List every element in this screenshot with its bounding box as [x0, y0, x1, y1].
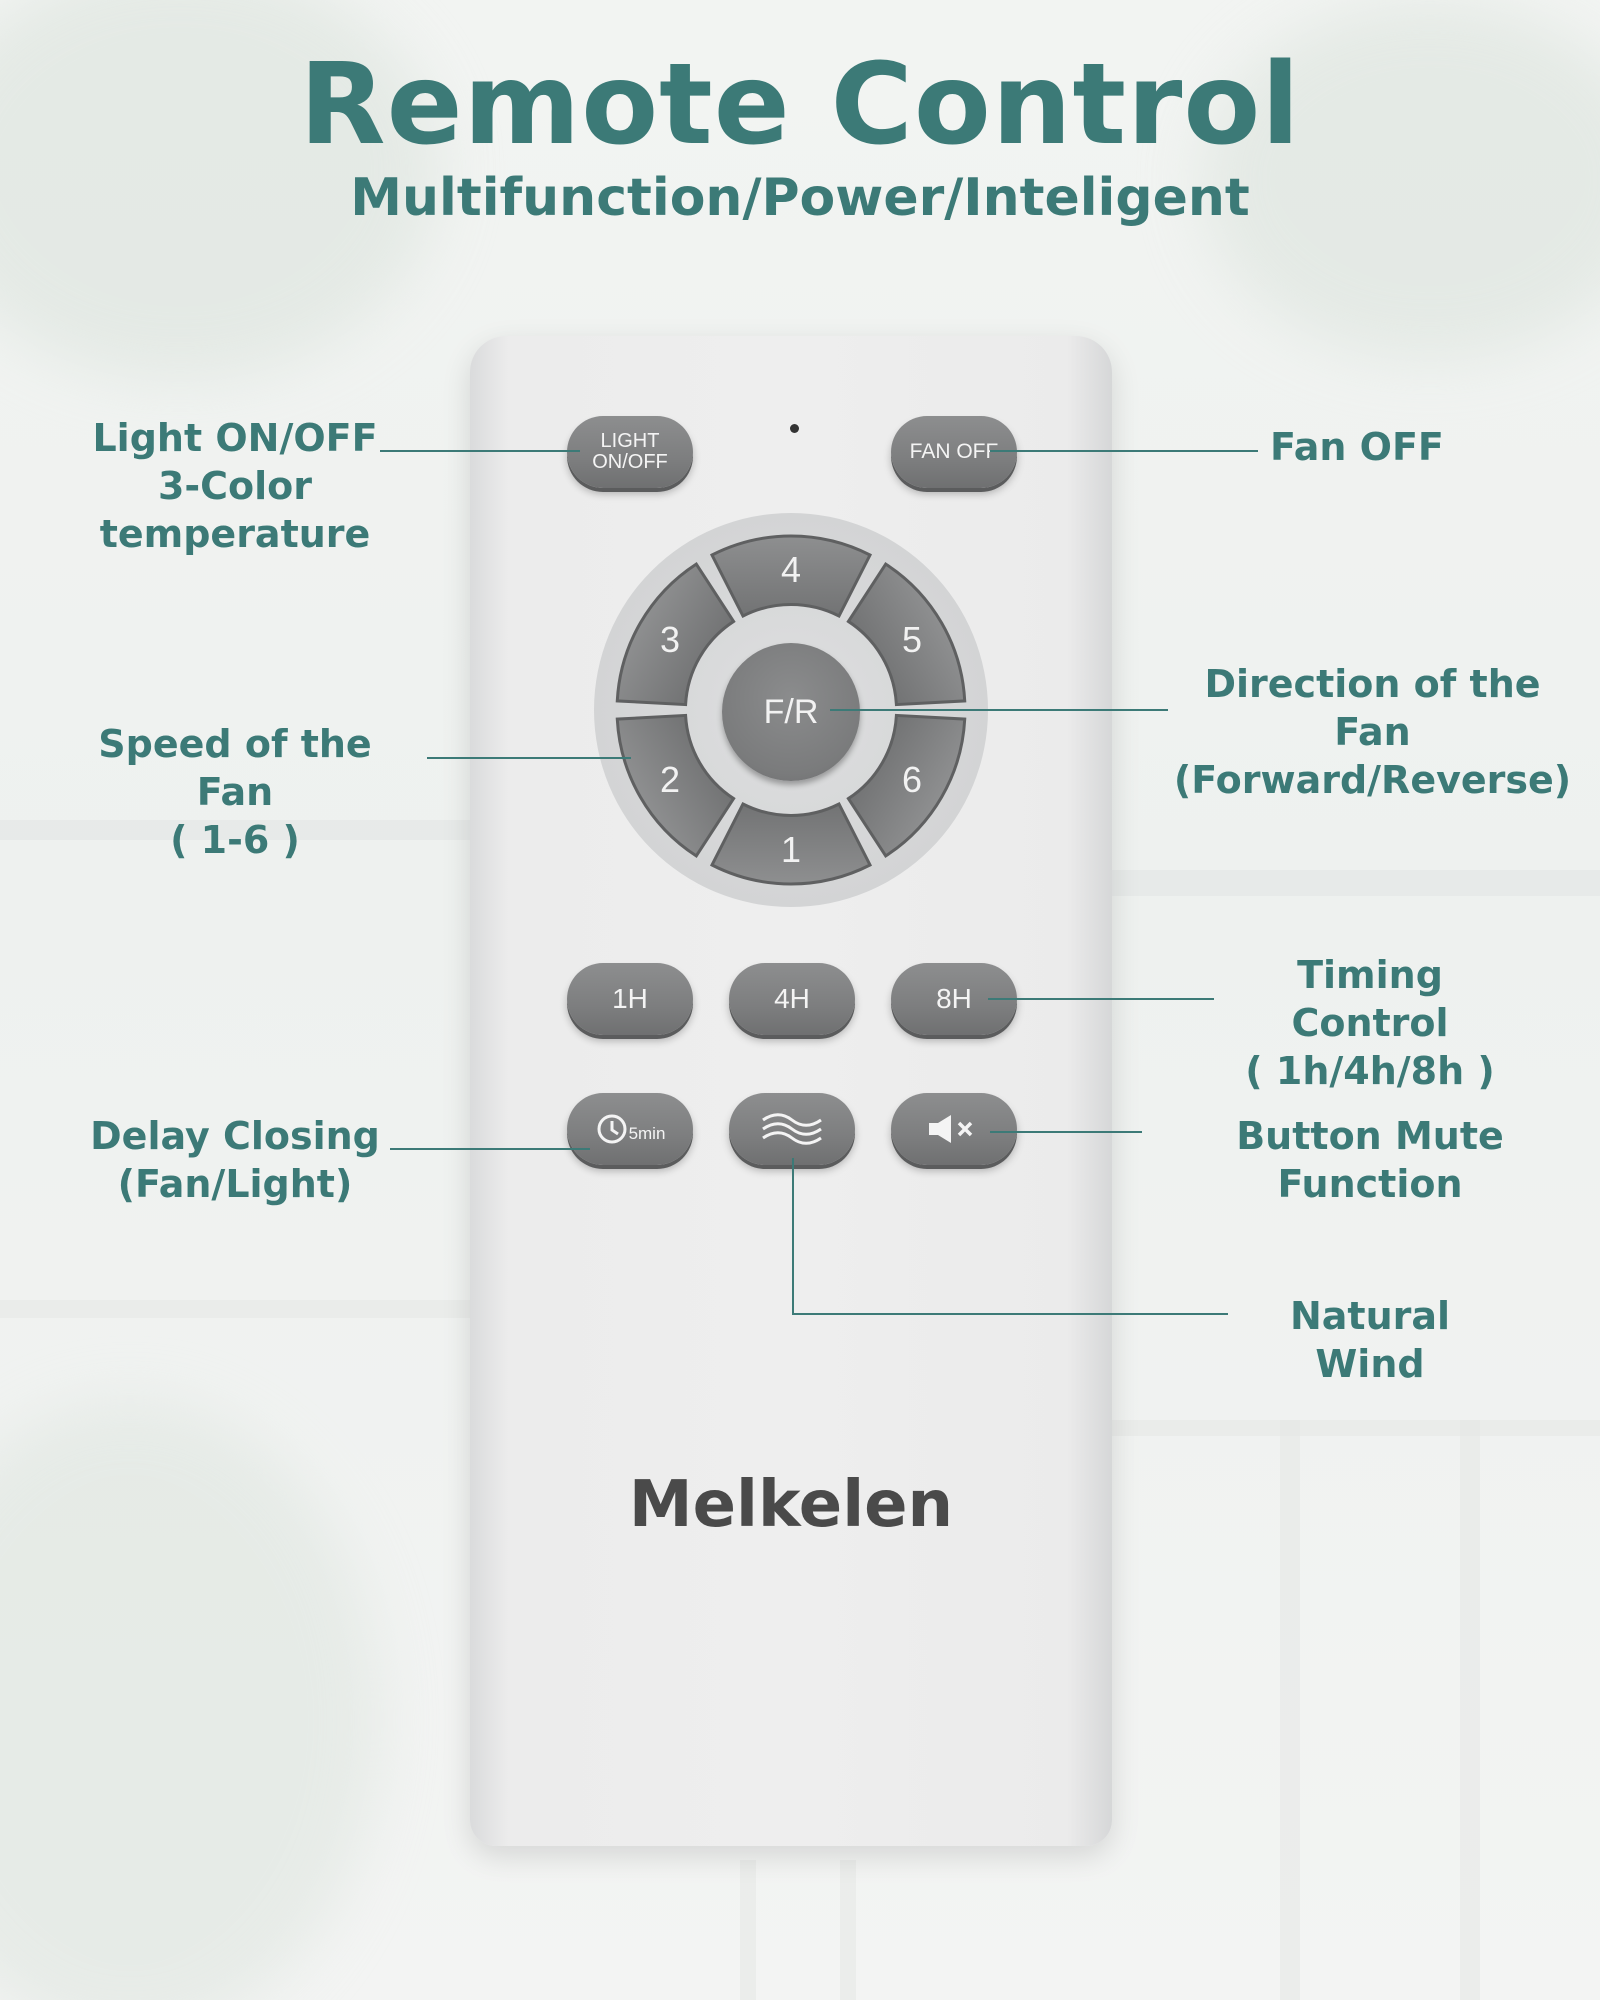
callout-delay: Delay Closing (Fan/Light): [90, 1112, 380, 1208]
callout-direction-line1: Direction of the Fan: [1204, 662, 1541, 754]
speed-3-label: 3: [659, 619, 681, 660]
page-subtitle: Multifunction/Power/Inteligent: [350, 168, 1250, 228]
speed-1-label: 1: [780, 829, 802, 870]
timer-1h-label: 1H: [612, 983, 648, 1014]
ir-emitter: [790, 424, 799, 433]
speed-4-label: 4: [780, 549, 802, 590]
callout-wind-text: Natural Wind: [1289, 1294, 1451, 1386]
speed-2-label: 2: [659, 759, 681, 800]
callout-direction-line2: (Forward/Reverse): [1173, 758, 1572, 802]
callout-line-wind-horizontal: [792, 1313, 1228, 1315]
speed-5-label: 5: [901, 619, 923, 660]
callout-line-delay: [390, 1148, 590, 1150]
mute-button[interactable]: [891, 1093, 1017, 1165]
natural-wind-button[interactable]: [729, 1093, 855, 1165]
timer-8h-label: 8H: [936, 983, 972, 1014]
forward-reverse-label: F/R: [763, 692, 819, 731]
fan-off-button[interactable]: FAN OFF: [891, 416, 1017, 488]
callout-mute-text: Button Mute Function: [1236, 1114, 1504, 1206]
delay-min-label: 5min: [628, 1124, 666, 1143]
speaker-mute-icon: [929, 1115, 973, 1143]
callout-light-line1: Light ON/OFF: [92, 416, 378, 460]
callout-speed-line1: Speed of the Fan: [98, 722, 372, 814]
callout-line-mute: [990, 1131, 1142, 1133]
callout-delay-line2: (Fan/Light): [117, 1162, 353, 1206]
callout-timing-line1: Timing Control: [1291, 953, 1449, 1045]
wave-icon: [762, 1113, 822, 1145]
callout-light: Light ON/OFF 3-Color temperature: [30, 414, 440, 558]
callout-line-fan-off: [990, 450, 1258, 452]
callout-speed-line2: ( 1-6 ): [170, 818, 300, 862]
callout-mute: Button Mute Function: [1150, 1112, 1590, 1208]
timer-1h-button[interactable]: 1H: [567, 963, 693, 1035]
callout-light-line2: 3-Color temperature: [99, 464, 371, 556]
callout-direction: Direction of the Fan (Forward/Reverse): [1170, 660, 1575, 804]
callout-fan-off: Fan OFF: [1270, 423, 1470, 471]
callout-fan-off-text: Fan OFF: [1270, 425, 1444, 469]
callout-line-direction: [830, 709, 1168, 711]
callout-line-timing: [988, 998, 1214, 1000]
callout-speed: Speed of the Fan ( 1-6 ): [60, 720, 410, 864]
timer-4h-button[interactable]: 4H: [729, 963, 855, 1035]
page-title: Remote Control: [299, 40, 1301, 170]
callout-wind: Natural Wind: [1235, 1292, 1505, 1388]
forward-reverse-button[interactable]: F/R: [722, 643, 860, 781]
callout-timing: Timing Control ( 1h/4h/8h ): [1220, 951, 1520, 1095]
delay-closing-button[interactable]: 5min: [567, 1093, 693, 1165]
callout-line-wind-vertical: [792, 1158, 794, 1314]
clock-icon: [597, 1114, 627, 1144]
fan-off-button-label: FAN OFF: [909, 440, 999, 463]
speed-6-label: 6: [901, 759, 923, 800]
light-button-line2: ON/OFF: [592, 451, 668, 473]
callout-line-light: [380, 450, 580, 452]
callout-timing-line2: ( 1h/4h/8h ): [1245, 1049, 1495, 1093]
light-button-line1: LIGHT: [600, 430, 660, 452]
timer-4h-label: 4H: [774, 983, 810, 1014]
callout-delay-line1: Delay Closing: [90, 1114, 380, 1158]
callout-line-speed: [427, 757, 631, 759]
brand-logo: Melkelen: [628, 1468, 954, 1542]
